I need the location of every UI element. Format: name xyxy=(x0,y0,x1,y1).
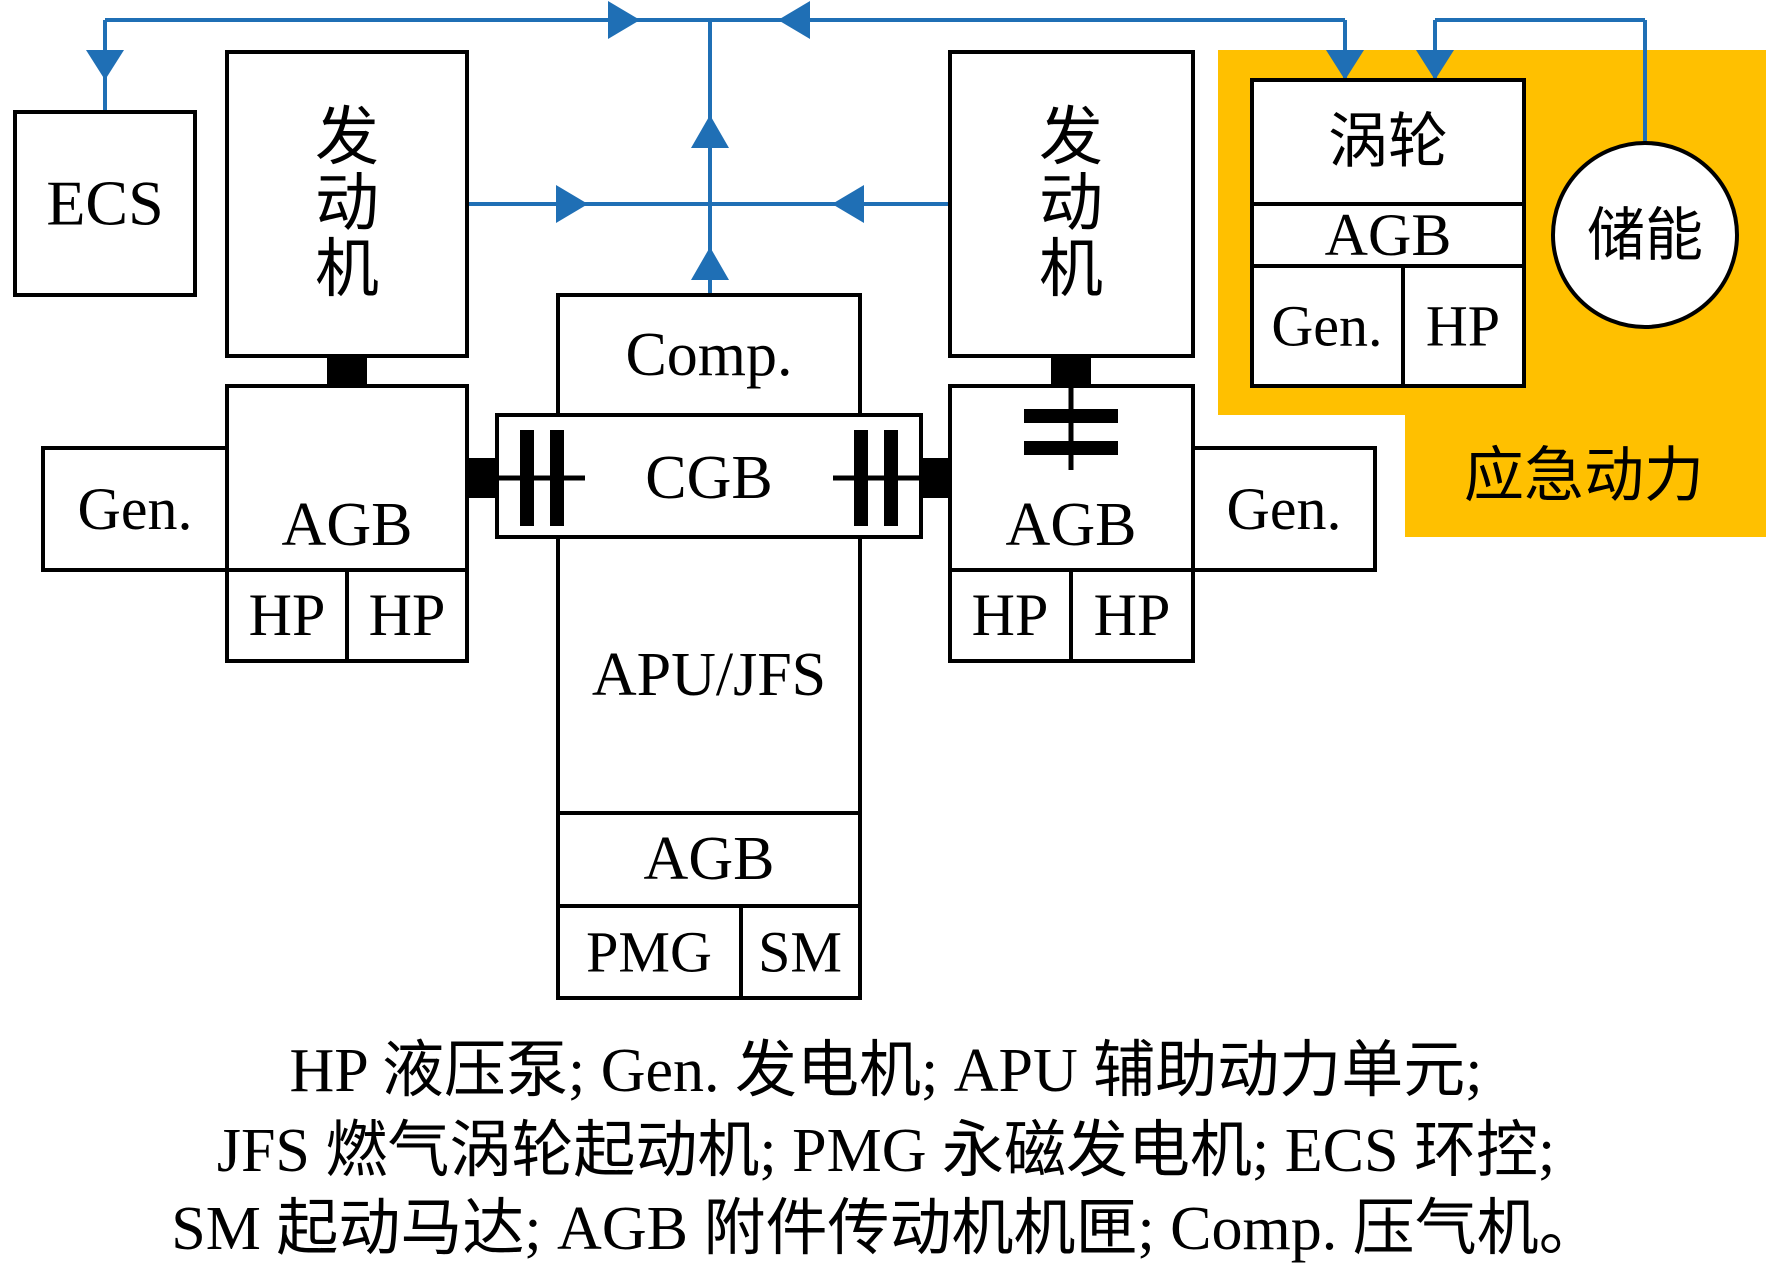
right-hp-1-box xyxy=(948,568,1073,663)
left-hp-1-box xyxy=(225,568,349,663)
legend-line-1: HP 液压泵; Gen. 发电机; APU 辅助动力单元; xyxy=(289,1037,1483,1105)
left-hp-2-label: HP xyxy=(369,582,446,648)
left-gen-label: Gen. xyxy=(78,476,193,542)
right-engine-shaft xyxy=(1051,356,1091,386)
arrow-down-turbine-a xyxy=(1326,50,1364,80)
sm-box xyxy=(739,904,862,1000)
arrow-left-top xyxy=(608,1,640,39)
ecs-label: ECS xyxy=(46,168,163,239)
right-gen-label: Gen. xyxy=(1227,476,1342,542)
right-engine-box xyxy=(948,50,1195,358)
right-agb-label: AGB xyxy=(1006,491,1137,559)
left-engine-char-1: 发 xyxy=(315,101,379,175)
left-gen-box xyxy=(41,446,229,572)
cgb-coupling-right-b xyxy=(884,430,898,526)
legend-line-2: JFS 燃气涡轮起动机; PMG 永磁发电机; ECS 环控; xyxy=(216,1117,1556,1185)
left-engine-shaft xyxy=(327,356,367,386)
ecs-box xyxy=(13,110,197,297)
left-agb-label: AGB xyxy=(282,491,413,559)
right-engine-char-1: 发 xyxy=(1039,101,1103,175)
turbine-hp-box xyxy=(1401,264,1526,388)
arrow-right-top xyxy=(778,1,810,39)
left-hp-1-label: HP xyxy=(249,582,326,648)
pmg-label: PMG xyxy=(586,920,712,985)
right-hp-2-label: HP xyxy=(1094,582,1171,648)
apu-agb-box xyxy=(556,811,862,908)
cgb-coupling-left-b xyxy=(550,430,564,526)
arrow-down-ecs xyxy=(86,50,124,80)
arrow-down-turbine-b xyxy=(1416,50,1454,80)
turbine-label: 涡轮 xyxy=(1328,107,1448,177)
sm-label: SM xyxy=(758,920,842,985)
right-cgb-shaft xyxy=(921,458,951,498)
right-hp-1-label: HP xyxy=(972,582,1049,648)
apu-jfs-label: APU/JFS xyxy=(592,641,826,709)
comp-label: Comp. xyxy=(625,321,792,389)
right-hp-2-box xyxy=(1069,568,1195,663)
arrow-left-mid xyxy=(832,185,864,223)
cgb-coupling-right-a xyxy=(854,430,868,526)
comp-box xyxy=(556,293,862,417)
turbine-agb-box xyxy=(1250,202,1526,268)
cgb-label: CGB xyxy=(645,444,772,512)
apu-jfs-box xyxy=(556,535,862,815)
emergency-power-label: 应急动力 xyxy=(1464,441,1704,511)
right-engine-char-3: 机 xyxy=(1039,233,1103,307)
left-hp-2-box xyxy=(345,568,469,663)
left-cgb-shaft xyxy=(467,458,497,498)
right-engine-char-2: 动 xyxy=(1039,167,1103,241)
turbine-gen-label: Gen. xyxy=(1271,294,1382,359)
energy-storage-label: 储能 xyxy=(1587,201,1703,269)
turbine-hp-label: HP xyxy=(1426,294,1500,359)
turbine-gen-box xyxy=(1250,264,1405,388)
legend-line-3: SM 起动马达; AGB 附件传动机机匣; Comp. 压气机。 xyxy=(171,1195,1601,1263)
cgb-coupling-left-a xyxy=(520,430,534,526)
arrow-up-lower xyxy=(691,247,729,280)
left-engine-char-3: 机 xyxy=(315,233,379,307)
arrow-right-mid xyxy=(556,185,588,223)
turbine-agb-label: AGB xyxy=(1325,202,1452,268)
left-engine-box xyxy=(225,50,469,358)
left-engine-char-2: 动 xyxy=(315,167,379,241)
energy-storage-circle xyxy=(1551,141,1739,329)
turbine-box xyxy=(1250,78,1526,206)
arrow-up-upper xyxy=(691,115,729,148)
flow-arrows xyxy=(86,1,1454,280)
right-gen-box xyxy=(1191,446,1377,572)
apu-agb-label: AGB xyxy=(644,825,775,893)
